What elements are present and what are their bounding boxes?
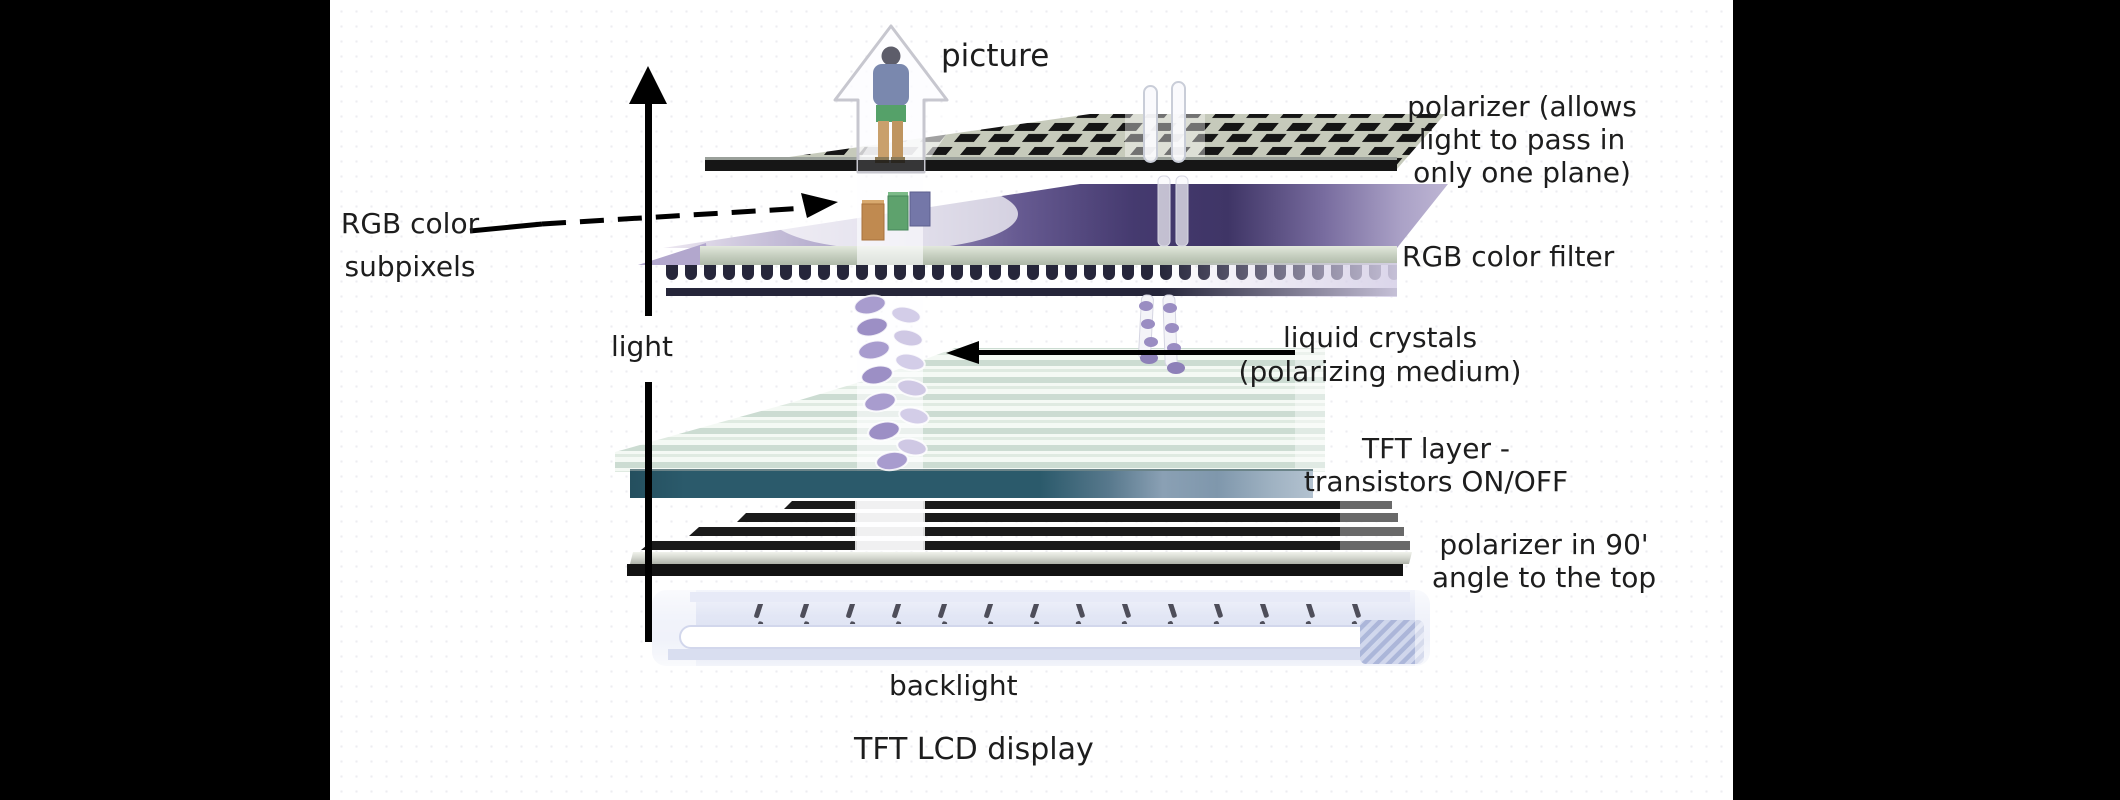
diagram-graphics xyxy=(469,24,1448,668)
tft-layer-label: TFT layer - transistors ON/OFF xyxy=(1303,432,1569,498)
light-label: light xyxy=(610,330,674,363)
diagram-title: TFT LCD display xyxy=(854,732,1094,767)
backlight-label: backlight xyxy=(889,669,1018,702)
rgb-subpixels-graphic xyxy=(861,191,931,241)
top-polarizer-layer xyxy=(705,114,1445,171)
liquid-crystal-droplets xyxy=(1138,175,1189,374)
picture-label: picture xyxy=(941,38,1050,74)
polarizer-top-label: polarizer (allows light to pass in only … xyxy=(1407,90,1637,189)
rgb-filter-label: RGB color filter xyxy=(1402,240,1615,273)
rgb-color-filter-layer xyxy=(638,178,1448,265)
backlight-layer xyxy=(646,588,1440,668)
rgb-subpixels-label: RGB color subpixels xyxy=(340,207,480,283)
tft-glass-stack xyxy=(615,348,1330,472)
filter-zigzag-edge xyxy=(666,263,1397,297)
light-ray-tubes xyxy=(1143,81,1186,163)
person-figure xyxy=(873,46,909,163)
bottom-polarizer-layer xyxy=(627,498,1415,576)
tft-transistor-bar xyxy=(630,469,1313,498)
liquid-crystals-label: liquid crystals (polarizing medium) xyxy=(1238,321,1522,388)
polarizer-bottom-label: polarizer in 90' angle to the top xyxy=(1431,528,1657,594)
light-arrow xyxy=(629,66,667,642)
rgb-subpixels-pointer xyxy=(469,193,838,234)
picture-arrow xyxy=(833,24,949,174)
liquid-crystals-pointer xyxy=(946,341,1295,364)
liquid-crystal-helix xyxy=(853,294,930,472)
